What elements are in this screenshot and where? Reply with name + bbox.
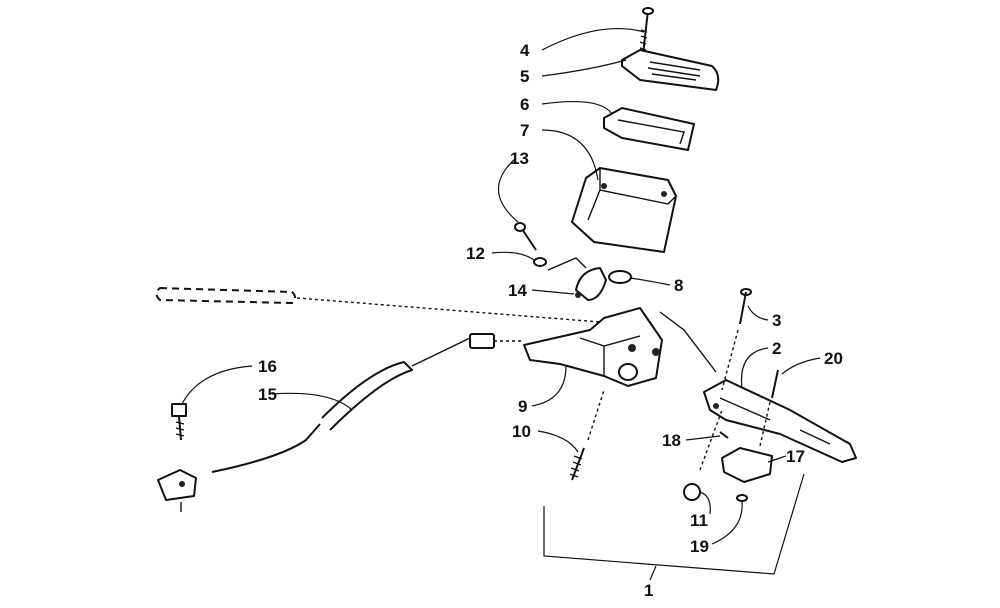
- callout-15: 15: [258, 385, 277, 404]
- leader-13: [497, 157, 519, 223]
- leader-2: [740, 347, 769, 389]
- brake-lever: [703, 379, 857, 463]
- leader-15: [271, 392, 353, 411]
- leader-4: [541, 27, 645, 51]
- callout-8: 8: [674, 276, 683, 295]
- leader-16: [181, 365, 253, 405]
- lever-nut: [683, 409, 723, 501]
- leader-6: [541, 100, 613, 115]
- callout-20: 20: [824, 349, 843, 368]
- reservoir-cover: [621, 49, 720, 91]
- leader-12: [491, 251, 535, 261]
- callout-14: 14: [508, 281, 527, 300]
- lock-washer: [533, 257, 547, 267]
- leader-20: [781, 357, 821, 375]
- callout-3: 3: [772, 311, 781, 330]
- leader-9: [531, 365, 567, 407]
- callout-6: 6: [520, 95, 529, 114]
- callout-17: 17: [786, 447, 805, 466]
- assembly-bracket: [543, 473, 805, 575]
- callout-11: 11: [690, 511, 708, 530]
- callout-18: 18: [662, 431, 681, 450]
- callout-2: 2: [772, 339, 781, 358]
- leader-14: [531, 289, 575, 295]
- pivot-screw: [569, 389, 605, 481]
- handlebar-tube: [155, 287, 601, 323]
- leader-3: [747, 305, 769, 321]
- leader-8: [629, 277, 671, 286]
- lever-pivot-bolt: [721, 288, 752, 391]
- callout-1: 1: [644, 581, 653, 600]
- handlebar-clamp: [575, 267, 607, 301]
- brake-hose: [211, 333, 524, 473]
- callout-7: 7: [520, 121, 529, 140]
- callout-5: 5: [520, 67, 529, 86]
- reservoir-cover-screw: [639, 7, 654, 56]
- reservoir-diaphragm: [603, 107, 695, 151]
- leader-19: [711, 501, 743, 545]
- fluid-reservoir: [571, 167, 677, 253]
- leader-5: [541, 59, 627, 77]
- hose-bolt: [171, 403, 187, 441]
- lever-pivot-line: [659, 311, 717, 373]
- adjuster-pin: [759, 369, 779, 447]
- callout-9: 9: [518, 397, 527, 416]
- leader-11: [699, 491, 711, 515]
- leader-17: [767, 455, 787, 463]
- leader-1: [649, 565, 657, 581]
- callout-19: 19: [690, 537, 709, 556]
- callout-10: 10: [512, 422, 531, 441]
- callout-16: 16: [258, 357, 277, 376]
- clamp-link-line: [547, 257, 587, 271]
- set-screw: [719, 431, 729, 439]
- callout-12: 12: [466, 244, 485, 263]
- adjuster-block: [721, 447, 773, 483]
- leader-7: [541, 129, 599, 181]
- clamp-screw: [514, 222, 537, 251]
- reservoir-o-ring: [608, 270, 632, 284]
- master-cylinder: [523, 307, 663, 387]
- leader-10: [537, 430, 579, 453]
- banjo-fitting: [157, 469, 197, 512]
- callout-13: 13: [510, 149, 529, 168]
- callout-4: 4: [520, 41, 530, 60]
- leader-18: [685, 435, 721, 441]
- adjuster-washer: [736, 494, 748, 502]
